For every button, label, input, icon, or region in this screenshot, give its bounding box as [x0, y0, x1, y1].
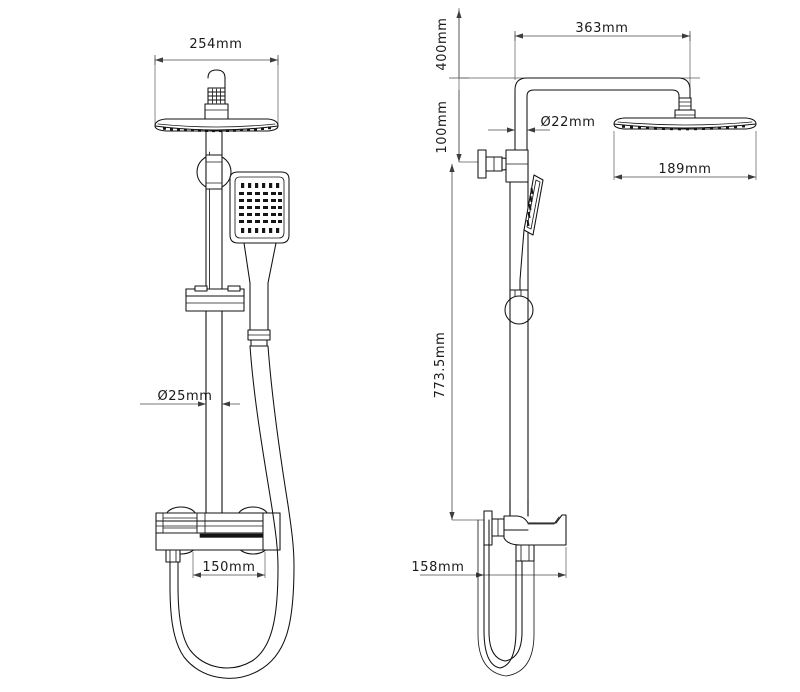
dimension-riser-diameter [140, 401, 240, 407]
label-valve-width: 150mm [202, 560, 255, 575]
label-arm-reach: 363mm [575, 21, 628, 36]
side-view-group [420, 8, 757, 677]
dimension-head-width [154, 55, 279, 126]
label-head-depth: 189mm [658, 162, 711, 177]
label-riser-height: 773.5mm [433, 332, 448, 399]
handset-side [519, 174, 544, 301]
overhead-shower-head-front [154, 118, 279, 133]
label-riser-diameter: Ø25mm [157, 389, 212, 404]
overhead-shower-head-side [613, 117, 757, 131]
dimension-valve-width [192, 552, 266, 578]
wall-bracket-side [477, 149, 529, 183]
handset-side-nozzles [526, 187, 534, 227]
label-arm-height: 400mm [435, 17, 450, 70]
handset-slider-ring-side [504, 289, 534, 517]
dimension-arm-reach [514, 31, 691, 110]
riser-coupling-ring [196, 154, 232, 190]
label-drop-height: 100mm [435, 100, 450, 153]
dimension-head-depth [613, 131, 757, 180]
dimension-labels: 254mm Ø25mm 150mm 400mm 100mm 363mm Ø22m… [157, 17, 711, 575]
mixer-valve-side [483, 499, 567, 562]
handset-spray-nozzles [239, 183, 282, 233]
label-arm-diameter: Ø22mm [540, 115, 595, 130]
front-view-group [140, 55, 295, 679]
handset-front [229, 171, 290, 347]
dimension-arm-diameter [488, 127, 550, 133]
riser-rail-side [509, 159, 529, 517]
shower-hose-front [169, 345, 295, 679]
shower-head-nozzles-side [622, 125, 745, 131]
dimension-arm-height [449, 10, 469, 79]
front-shower-arm-stem [204, 69, 229, 123]
shower-arm-side [514, 77, 696, 161]
shower-hose-side [477, 519, 535, 677]
shower-head-nozzles-front [163, 126, 271, 133]
label-valve-projection: 158mm [411, 560, 464, 575]
dimension-riser-height [449, 164, 500, 521]
mixer-valve-front [155, 506, 281, 563]
label-head-width: 254mm [189, 37, 242, 52]
handset-slider-bracket-front [185, 285, 245, 514]
